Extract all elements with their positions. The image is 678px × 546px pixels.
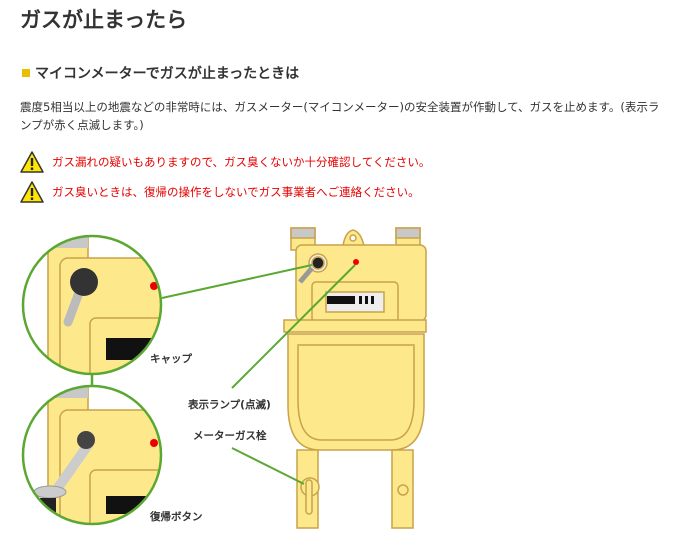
gas-meter: [283, 227, 427, 529]
page-title: ガスが止まったら: [20, 8, 188, 32]
section-heading: マイコンメーターでガスが止まったときは: [22, 63, 299, 83]
heading-marker: [22, 69, 30, 77]
warning-icon: [20, 181, 44, 203]
lamp-label: 表示ランプ(点滅): [188, 399, 271, 411]
cap-label: キャップ: [150, 353, 192, 365]
warning-icon: [20, 151, 44, 173]
callout-lines: [161, 264, 356, 485]
description: 震度5相当以上の地震などの非常時には、ガスメーター(マイコンメーター)の安全装置…: [20, 100, 660, 132]
warning-row: ガス臭いときは、復帰の操作をしないでガス事業者へご連絡ください。: [20, 181, 420, 203]
valve-label: メーターガス栓: [193, 430, 267, 442]
reset-button-label: 復帰ボタン: [150, 511, 203, 523]
warning-row: ガス漏れの疑いもありますので、ガス臭くないか十分確認してください。: [20, 151, 430, 173]
